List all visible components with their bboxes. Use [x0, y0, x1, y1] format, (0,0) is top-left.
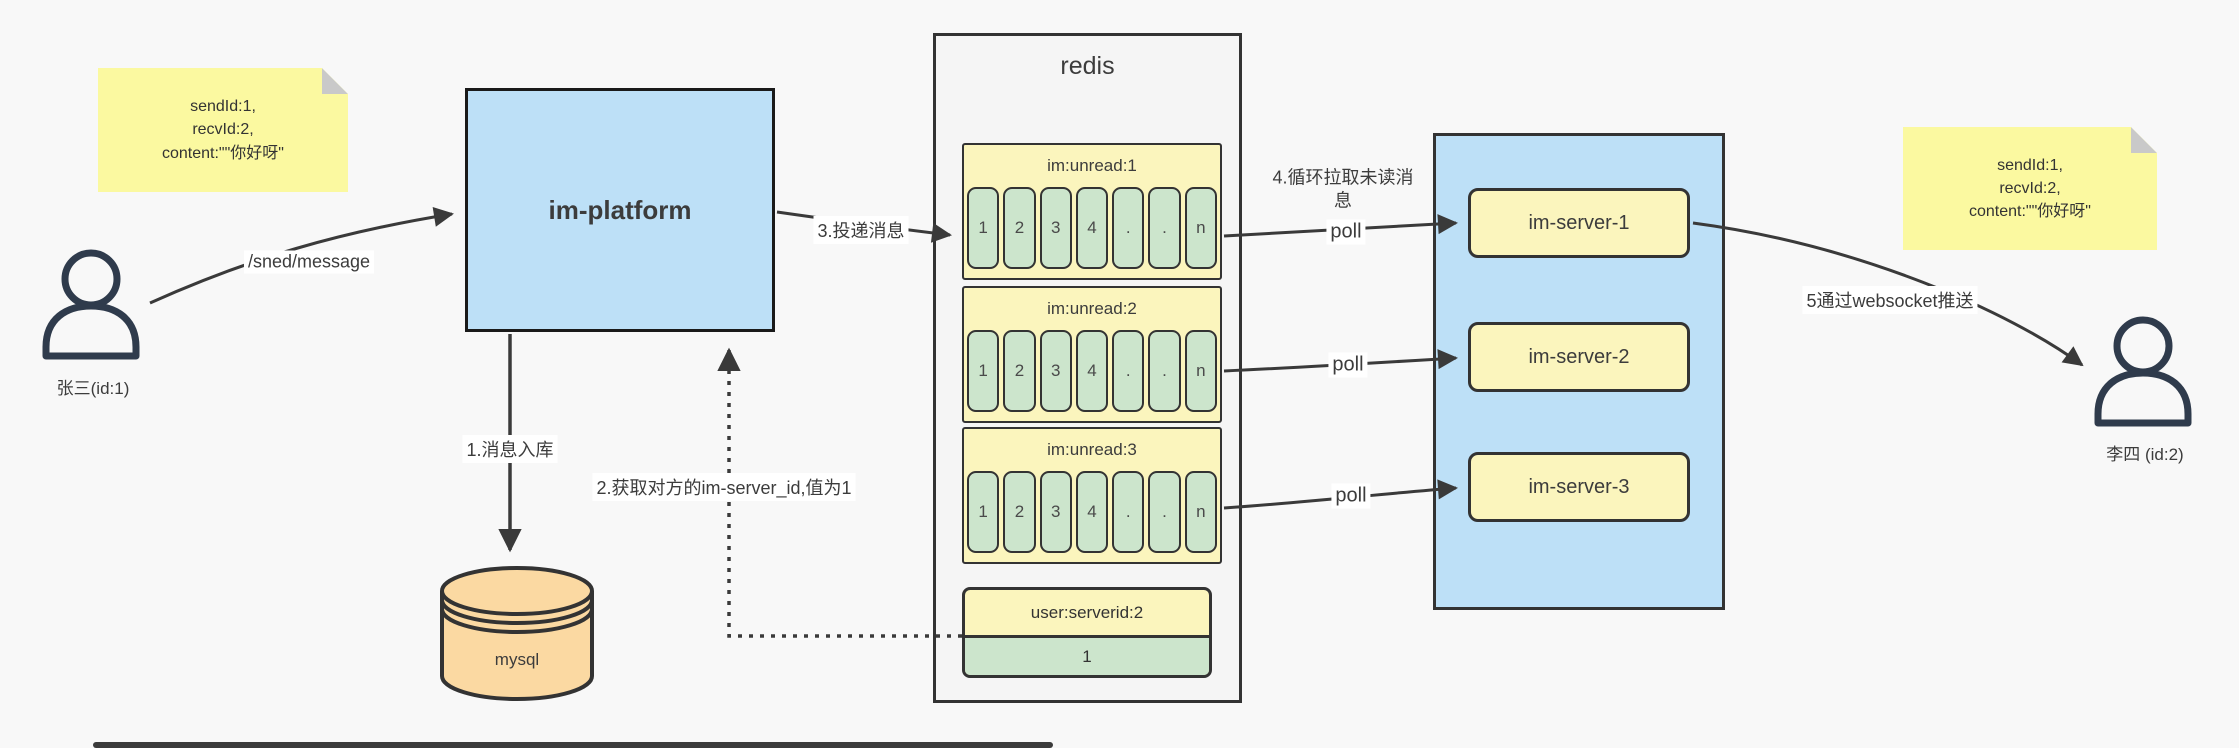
edge-label-step1: 1.消息入库	[462, 435, 558, 463]
edge-label-poll-3: poll	[1331, 483, 1371, 509]
mysql-database-icon	[440, 566, 594, 701]
kv-title: user:serverid:2	[1030, 602, 1144, 622]
edge-label-step4: 4.循环拉取未读消息	[1272, 167, 1414, 211]
redis-queue-unread-2: im:unread:2 1 2 3 4 . . n	[962, 286, 1222, 423]
queue-cell: .	[1112, 471, 1145, 553]
note-line: sendId:1,	[1997, 156, 2063, 174]
edge-label-poll-1: poll	[1326, 219, 1366, 245]
queue-cell: 1	[967, 330, 1000, 412]
im-server-label: im-server-3	[1528, 475, 1630, 498]
queue-cell: .	[1112, 330, 1145, 412]
queue-cells: 1 2 3 4 . . n	[964, 330, 1220, 412]
person-icon	[42, 249, 140, 360]
kv-value: 1	[965, 635, 1209, 675]
queue-cell: 2	[1003, 187, 1036, 269]
queue-cell: 3	[1039, 187, 1072, 269]
note-line: recvId:2,	[192, 121, 254, 139]
queue-cell: 4	[1075, 471, 1109, 553]
note-fold-corner	[2131, 127, 2157, 153]
note-line: recvId:2,	[1999, 179, 2061, 197]
sender-label: 张三(id:1)	[56, 379, 130, 398]
queue-cell: .	[1148, 330, 1181, 412]
queue-cell: 2	[1003, 471, 1036, 553]
queue-cell: .	[1148, 187, 1181, 269]
note-line: sendId:1,	[190, 98, 256, 116]
im-platform-node: im-platform	[465, 88, 775, 332]
edge-label-poll-2: poll	[1328, 352, 1368, 378]
edge-label-send-api: /sned/message	[243, 250, 375, 274]
queue-cell: 2	[1003, 330, 1036, 412]
note-line: content:""你好呀"	[1969, 203, 2091, 221]
queue-title: im:unread:3	[1047, 440, 1137, 459]
edge-label-step5: 5通过websocket推送	[1802, 286, 1978, 314]
queue-cells: 1 2 3 4 . . n	[964, 471, 1220, 553]
im-server-label: im-server-1	[1528, 211, 1630, 234]
queue-cell: 4	[1075, 187, 1109, 269]
horizontal-scrollbar[interactable]	[93, 742, 1053, 748]
queue-cell: 1	[967, 471, 1000, 553]
im-server-2-node: im-server-2	[1468, 322, 1690, 392]
note-line: content:""你好呀"	[162, 144, 284, 162]
receiver-label: 李四 (id:2)	[2106, 445, 2184, 464]
note-fold-corner	[322, 68, 348, 94]
queue-title: im:unread:2	[1047, 299, 1137, 318]
edge-label-step2: 2.获取对方的im-server_id,值为1	[592, 473, 856, 501]
redis-queue-unread-1: im:unread:1 1 2 3 4 . . n	[962, 143, 1222, 280]
queue-cell: n	[1184, 471, 1217, 553]
queue-cell: n	[1184, 187, 1217, 269]
queue-cell: 4	[1075, 330, 1109, 412]
queue-cell: .	[1148, 471, 1181, 553]
redis-queue-unread-3: im:unread:3 1 2 3 4 . . n	[962, 427, 1222, 564]
queue-title: im:unread:1	[1047, 156, 1137, 175]
im-server-3-node: im-server-3	[1468, 452, 1690, 522]
edge-label-step3: 3.投递消息	[813, 216, 909, 244]
im-platform-label: im-platform	[548, 194, 692, 225]
queue-cell: 3	[1039, 330, 1072, 412]
im-server-1-node: im-server-1	[1468, 188, 1690, 258]
queue-cell: 3	[1039, 471, 1072, 553]
note-message-payload-right: sendId:1, recvId:2, content:""你好呀"	[1903, 127, 2157, 250]
queue-cell: n	[1184, 330, 1217, 412]
queue-cells: 1 2 3 4 . . n	[964, 187, 1220, 269]
queue-cell: .	[1112, 187, 1145, 269]
note-message-payload-left: sendId:1, recvId:2, content:""你好呀"	[98, 68, 348, 192]
redis-title: redis	[1060, 52, 1115, 80]
queue-cell: 1	[967, 187, 1000, 269]
im-server-label: im-server-2	[1528, 345, 1630, 368]
person-icon	[2094, 316, 2192, 427]
redis-user-serverid-node: user:serverid:2 1	[962, 587, 1212, 678]
